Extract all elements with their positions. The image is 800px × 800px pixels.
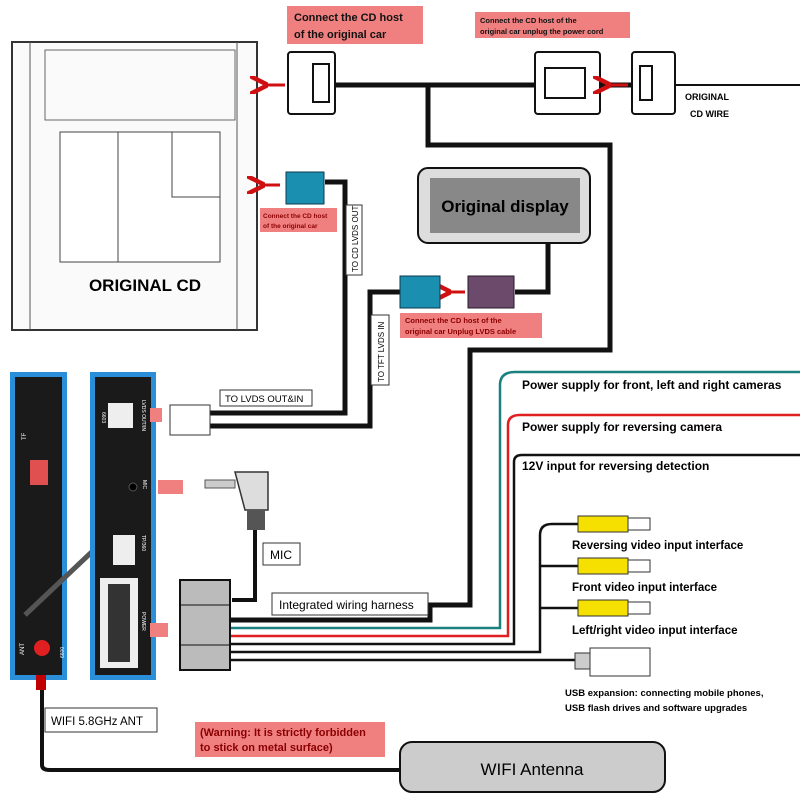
video-side-label: Left/right video input interface <box>572 625 737 637</box>
warning-label: (Warning: It is strictly forbidden to st… <box>195 722 385 757</box>
svg-text:6600: 6600 <box>60 647 66 658</box>
usb-label: USB flash drives and software upgrades <box>565 703 747 714</box>
svg-text:Connect the CD host: Connect the CD host <box>294 12 403 24</box>
svg-text:TO TFT LVDS IN: TO TFT LVDS IN <box>377 321 386 382</box>
svg-text:(Warning: It is strictly forbi: (Warning: It is strictly forbidden <box>200 727 366 739</box>
to-cd-lvds-out-label: TO CD LVDS OUT <box>345 204 363 276</box>
power-front-label: Power supply for front, left and right c… <box>522 378 782 392</box>
original-cd-wire-label: CD WIRE <box>690 109 729 119</box>
original-cd-unit: ORIGINAL CD <box>11 41 258 331</box>
power-reverse-label: Power supply for reversing camera <box>522 420 722 434</box>
svg-text:WIFI 5.8GHz ANT: WIFI 5.8GHz ANT <box>51 716 143 728</box>
usb-label: USB expansion: connecting mobile phones, <box>565 688 763 699</box>
svg-text:of the original car: of the original car <box>263 223 318 230</box>
reverse-detect-label: 12V input for reversing detection <box>522 459 709 473</box>
original-cd-title: ORIGINAL CD <box>89 276 201 295</box>
cd-power-connectors <box>287 51 676 115</box>
wifi-ant-label: WIFI 5.8GHz ANT <box>44 707 158 733</box>
original-cd-wire-label: ORIGINAL <box>685 92 730 102</box>
svg-text:Connect the CD host of the: Connect the CD host of the <box>480 16 577 25</box>
svg-text:original car unplug the power: original car unplug the power cord <box>480 27 604 36</box>
antenna-cable <box>40 690 400 772</box>
svg-text:Connect the CD host of the: Connect the CD host of the <box>405 316 502 325</box>
svg-text:LVDS OUT/IN: LVDS OUT/IN <box>140 400 146 431</box>
video-front-label: Front video input interface <box>572 582 717 594</box>
usb-connector <box>574 647 651 677</box>
harness-label: Integrated wiring harness <box>271 592 429 616</box>
wiring-harness <box>179 579 231 671</box>
to-tft-lvds-in-label: TO TFT LVDS IN <box>370 314 390 386</box>
svg-text:Connect the CD host: Connect the CD host <box>263 213 328 220</box>
power-wires <box>230 370 800 662</box>
svg-text:Integrated wiring harness: Integrated wiring harness <box>279 598 414 612</box>
mic-label: MIC <box>262 542 301 566</box>
lvds-connector-teal <box>285 171 515 309</box>
svg-text:POWER: POWER <box>140 612 146 631</box>
svg-text:Original display: Original display <box>441 197 569 216</box>
label-cd-host-top: Connect the CD host of the original car <box>287 6 423 44</box>
wires <box>210 82 632 623</box>
label-cd-host-lvds: Connect the CD host of the original car <box>260 208 337 232</box>
wifi-antenna: WIFI Antenna <box>399 741 666 793</box>
device-left-panel: TF ANT 6600 <box>10 372 117 680</box>
svg-text:MIC: MIC <box>141 480 147 490</box>
svg-text:TO CD LVDS OUT: TO CD LVDS OUT <box>351 206 360 272</box>
svg-text:to stick on metal surface): to stick on metal surface) <box>200 742 333 754</box>
svg-text:TO LVDS OUT&IN: TO LVDS OUT&IN <box>225 394 303 405</box>
svg-text:original car Unplug LVDS cable: original car Unplug LVDS cable <box>405 327 516 336</box>
original-display: Original display <box>417 167 591 244</box>
svg-text:TP/360: TP/360 <box>140 535 146 551</box>
svg-text:6603: 6603 <box>100 412 106 423</box>
label-unplug-power: Connect the CD host of the original car … <box>475 12 630 38</box>
rca-connectors <box>577 515 651 617</box>
svg-text:TF: TF <box>22 432 28 440</box>
to-lvds-out-in-label: TO LVDS OUT&IN <box>219 389 313 407</box>
svg-text:of the original car: of the original car <box>294 29 387 41</box>
svg-text:MIC: MIC <box>270 548 292 562</box>
port-arrows <box>36 408 183 690</box>
label-unplug-lvds: Connect the CD host of the original car … <box>400 313 542 338</box>
video-reverse-label: Reversing video input interface <box>572 540 743 552</box>
mic-jack <box>204 471 269 530</box>
lvds-plug <box>169 404 211 436</box>
svg-text:ANT: ANT <box>20 643 26 655</box>
device-right-panel: 6603 LVDS OUT/IN MIC TP/360 POWER <box>90 372 156 680</box>
svg-text:WIFI Antenna: WIFI Antenna <box>481 760 585 779</box>
